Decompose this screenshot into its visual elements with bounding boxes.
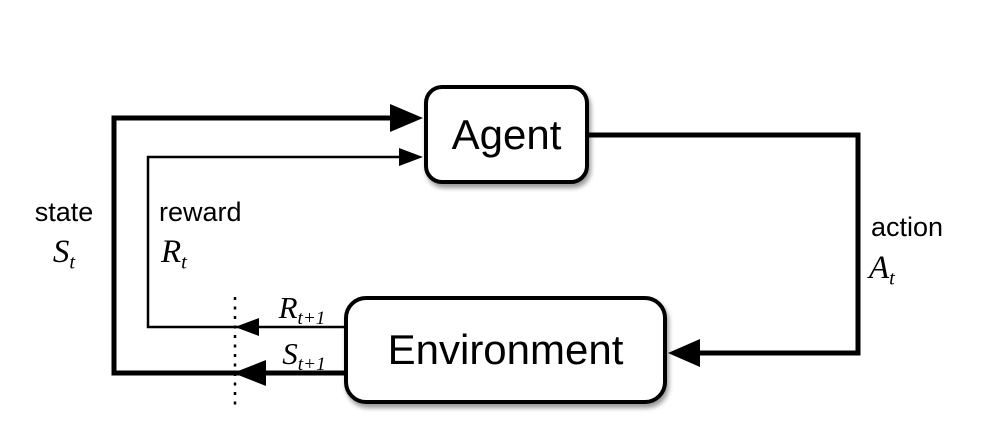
state-symbol-label: St xyxy=(52,234,76,274)
state-word-label: state xyxy=(34,197,94,227)
agent-node: Agent xyxy=(424,85,589,184)
next-reward-arrowhead-icon xyxy=(235,318,259,336)
action-into-environment-arrowhead-icon xyxy=(668,339,700,367)
environment-node-label: Environment xyxy=(387,326,624,373)
state-wire xyxy=(111,115,393,376)
next-state-symbol-label: St+1 xyxy=(282,336,326,376)
next-reward-symbol-label: Rt+1 xyxy=(278,290,326,330)
action-word-label: action xyxy=(871,212,944,242)
next-state-arrowhead-icon xyxy=(233,360,266,386)
action-wire xyxy=(589,132,861,356)
agent-node-label: Agent xyxy=(451,110,562,158)
environment-node: Environment xyxy=(344,296,667,404)
reward-word-label: reward xyxy=(159,197,242,227)
reward-symbol-label: Rt xyxy=(161,234,187,274)
state-into-agent-arrowhead-icon xyxy=(390,104,423,132)
action-symbol-label: At xyxy=(869,250,895,290)
reward-into-agent-arrowhead-icon xyxy=(399,148,423,166)
